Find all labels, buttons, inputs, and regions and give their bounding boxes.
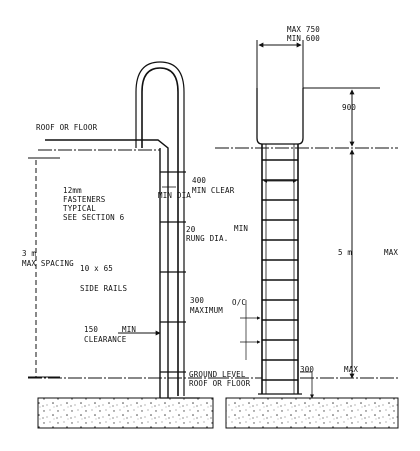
front-view (215, 40, 400, 429)
label-150: 150 (84, 325, 98, 334)
label-rung-20: 20 (186, 225, 196, 234)
label-max-right: MAX (384, 248, 398, 257)
label-min-dia: MIN DIA (158, 191, 191, 200)
label-fasteners-2: FASTENERS (63, 195, 106, 204)
side-stile-inner (135, 61, 185, 396)
label-min-600: MIN 600 (287, 34, 320, 43)
label-clearance: CLEARANCE (84, 335, 127, 344)
label-rung-min: MIN (234, 224, 248, 233)
fasteners (160, 171, 186, 373)
side-stile (141, 67, 179, 396)
label-300-bottom: 300 (300, 365, 314, 374)
label-ground-level: GROUND LEVEL (189, 370, 246, 379)
label-fasteners-3: TYPICAL (63, 204, 96, 213)
label-max-bottom: MAX (344, 365, 358, 374)
label-side-rails-1: 10 x 65 (80, 264, 113, 273)
label-400: 400 (192, 176, 206, 185)
label-maximum: MAXIMUM (190, 306, 223, 315)
label-300-top: 300 (190, 296, 204, 305)
label-oc: O/C (232, 298, 246, 307)
side-view (28, 61, 215, 429)
label-roof-or-floor-top: ROOF OR FLOOR (36, 123, 98, 132)
label-3m: 3 m (22, 249, 36, 258)
label-side-rails-2: SIDE RAILS (80, 284, 127, 293)
label-max-750: MAX 750 (287, 25, 320, 34)
annotations: MAX 750 MIN 600 900 ROOF OR FLOOR MIN DI… (22, 25, 398, 388)
label-fasteners-4: SEE SECTION 6 (63, 213, 125, 222)
label-rung-dia: RUNG DIA. (186, 234, 228, 243)
label-clear-min: MIN (122, 325, 136, 334)
roof-slab (45, 139, 169, 398)
label-fasteners-1: 12mm (63, 186, 82, 195)
ground-slab-left (37, 397, 214, 429)
label-min-clear: MIN CLEAR (192, 186, 235, 195)
label-900: 900 (342, 103, 356, 112)
rungs (262, 159, 298, 381)
label-roof-or-floor-bottom: ROOF OR FLOOR (189, 379, 251, 388)
label-5m: 5 m (338, 248, 352, 257)
ground-slab-right (225, 397, 399, 429)
label-max-spacing: MAX SPACING (22, 259, 74, 268)
front-hoop (256, 88, 304, 145)
